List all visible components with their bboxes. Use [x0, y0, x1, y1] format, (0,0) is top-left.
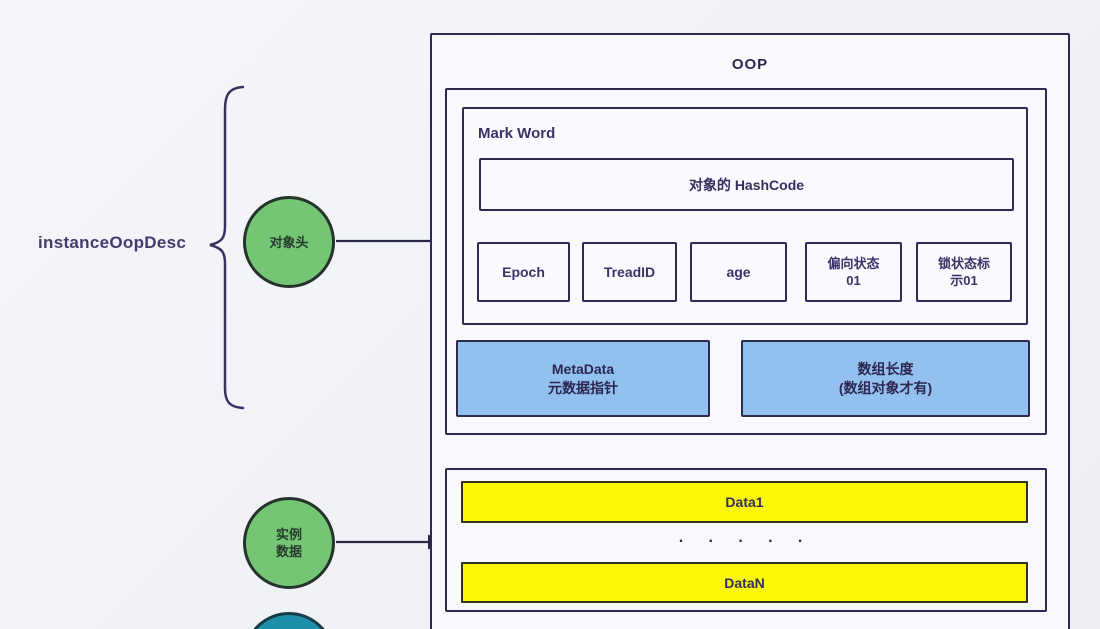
field-age: age [690, 242, 787, 302]
array-length-line2: (数组对象才有) [838, 379, 933, 396]
instance-oop-desc-label: instanceOopDesc [38, 233, 187, 252]
partial-teal-circle [243, 612, 335, 629]
hashcode-label: 对象的 HashCode [688, 176, 805, 193]
field-lock-state: 锁状态标 示01 [916, 242, 1012, 302]
object-header-circle: 对象头 [243, 196, 335, 288]
field-age-label: age [726, 263, 751, 280]
object-header-circle-label: 对象头 [269, 234, 309, 250]
field-lock-state-line1: 锁状态标 [937, 256, 990, 271]
field-bias-state: 偏向状态 01 [805, 242, 902, 302]
array-length-box: 数组长度 (数组对象才有) [741, 340, 1030, 417]
oop-title: OOP [731, 56, 769, 73]
metadata-pointer-box: MetaData 元数据指针 [456, 340, 710, 417]
instance-data-circle-line1: 实例 [275, 527, 302, 542]
field-epoch: Epoch [477, 242, 570, 302]
array-length-line1: 数组长度 [857, 360, 914, 377]
field-bias-state-line2: 01 [846, 273, 861, 288]
instance-data-circle-line2: 数据 [275, 544, 302, 559]
field-treadid-label: TreadID [603, 263, 656, 280]
dataN-box: DataN [461, 562, 1028, 603]
metadata-pointer-line1: MetaData [551, 360, 615, 377]
instance-data-circle: 实例 数据 [243, 497, 335, 589]
arrow-instance-data [336, 534, 444, 550]
mark-word-label: Mark Word [478, 125, 556, 142]
data1-box: Data1 [461, 481, 1028, 523]
data1-label: Data1 [725, 494, 764, 510]
dataN-label: DataN [724, 574, 765, 591]
ellipsis-dots: · · · · · [678, 533, 814, 550]
hashcode-box: 对象的 HashCode [479, 158, 1014, 211]
field-lock-state-line2: 示01 [950, 273, 978, 288]
field-treadid: TreadID [582, 242, 677, 302]
field-bias-state-line1: 偏向状态 [827, 256, 880, 271]
field-epoch-label: Epoch [502, 263, 545, 280]
curly-brace [209, 85, 245, 410]
metadata-pointer-line2: 元数据指针 [548, 379, 618, 396]
